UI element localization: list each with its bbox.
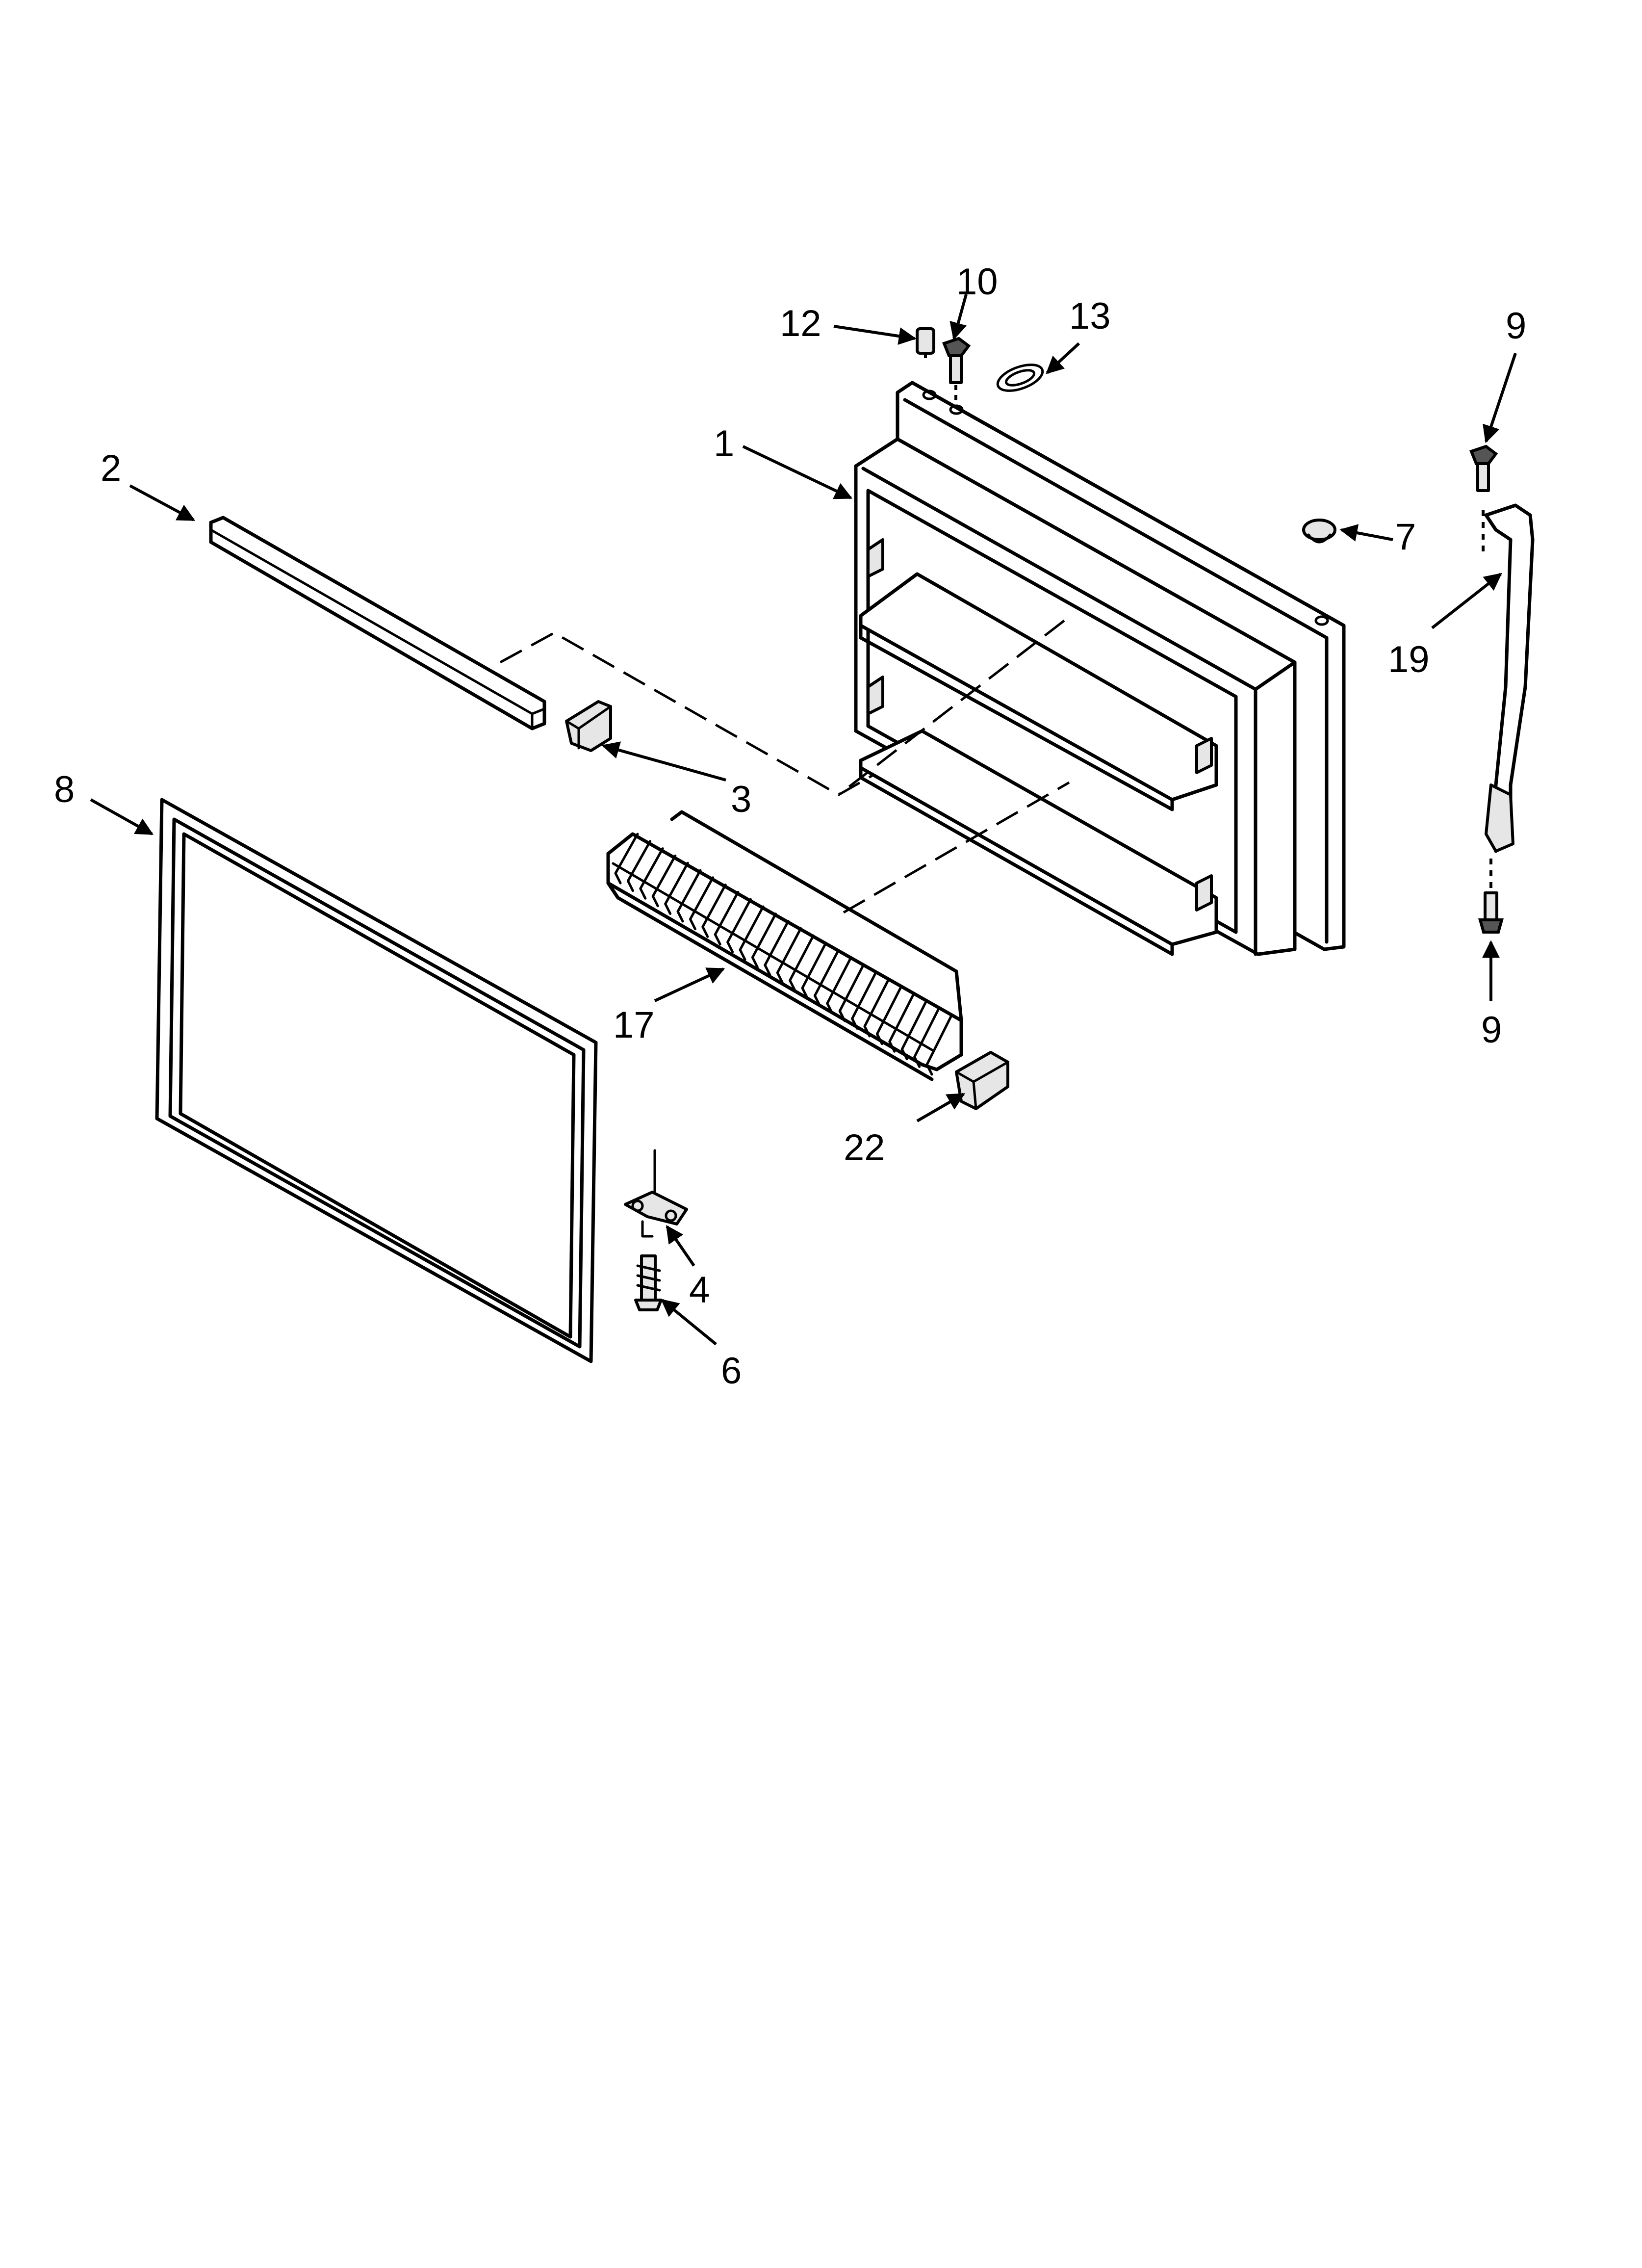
callout-10: 10 [956, 261, 998, 303]
screw-part-10 [942, 337, 971, 400]
callout-labels: 1 2 3 4 6 7 8 9 9 10 12 13 17 19 22 [54, 261, 1526, 1392]
shelf-clip-part-3 [565, 700, 612, 752]
hinge-bracket-part-4 [624, 1149, 688, 1238]
callout-17: 17 [613, 1004, 655, 1046]
callout-19: 19 [1388, 639, 1430, 680]
callout-1: 1 [714, 423, 734, 465]
callout-13: 13 [1069, 295, 1111, 337]
plug-button-part-7 [1302, 519, 1336, 544]
callout-8: 8 [54, 769, 75, 810]
callout-6: 6 [721, 1350, 742, 1392]
callout-9-bottom: 9 [1481, 1009, 1502, 1051]
callout-2: 2 [101, 447, 121, 489]
door-liner-part-1 [854, 381, 1346, 956]
callout-12: 12 [780, 303, 821, 344]
callout-7: 7 [1395, 516, 1416, 558]
callout-22: 22 [844, 1127, 885, 1169]
end-cap-part-22 [955, 1051, 1009, 1110]
alignment-lines [499, 620, 1070, 914]
wire-basket-part-17 [606, 810, 963, 1081]
washer-part-13 [996, 364, 1044, 392]
plug-part-12 [916, 327, 935, 363]
door-handle-part-19 [1469, 444, 1535, 934]
callout-3: 3 [731, 779, 751, 820]
callout-9-top: 9 [1506, 305, 1526, 347]
leader-arrows [90, 294, 1517, 1346]
screw-part-6 [634, 1254, 663, 1311]
door-gasket-part-8 [155, 798, 598, 1363]
callout-4: 4 [689, 1269, 710, 1311]
trim-strip-part-2 [209, 516, 546, 730]
